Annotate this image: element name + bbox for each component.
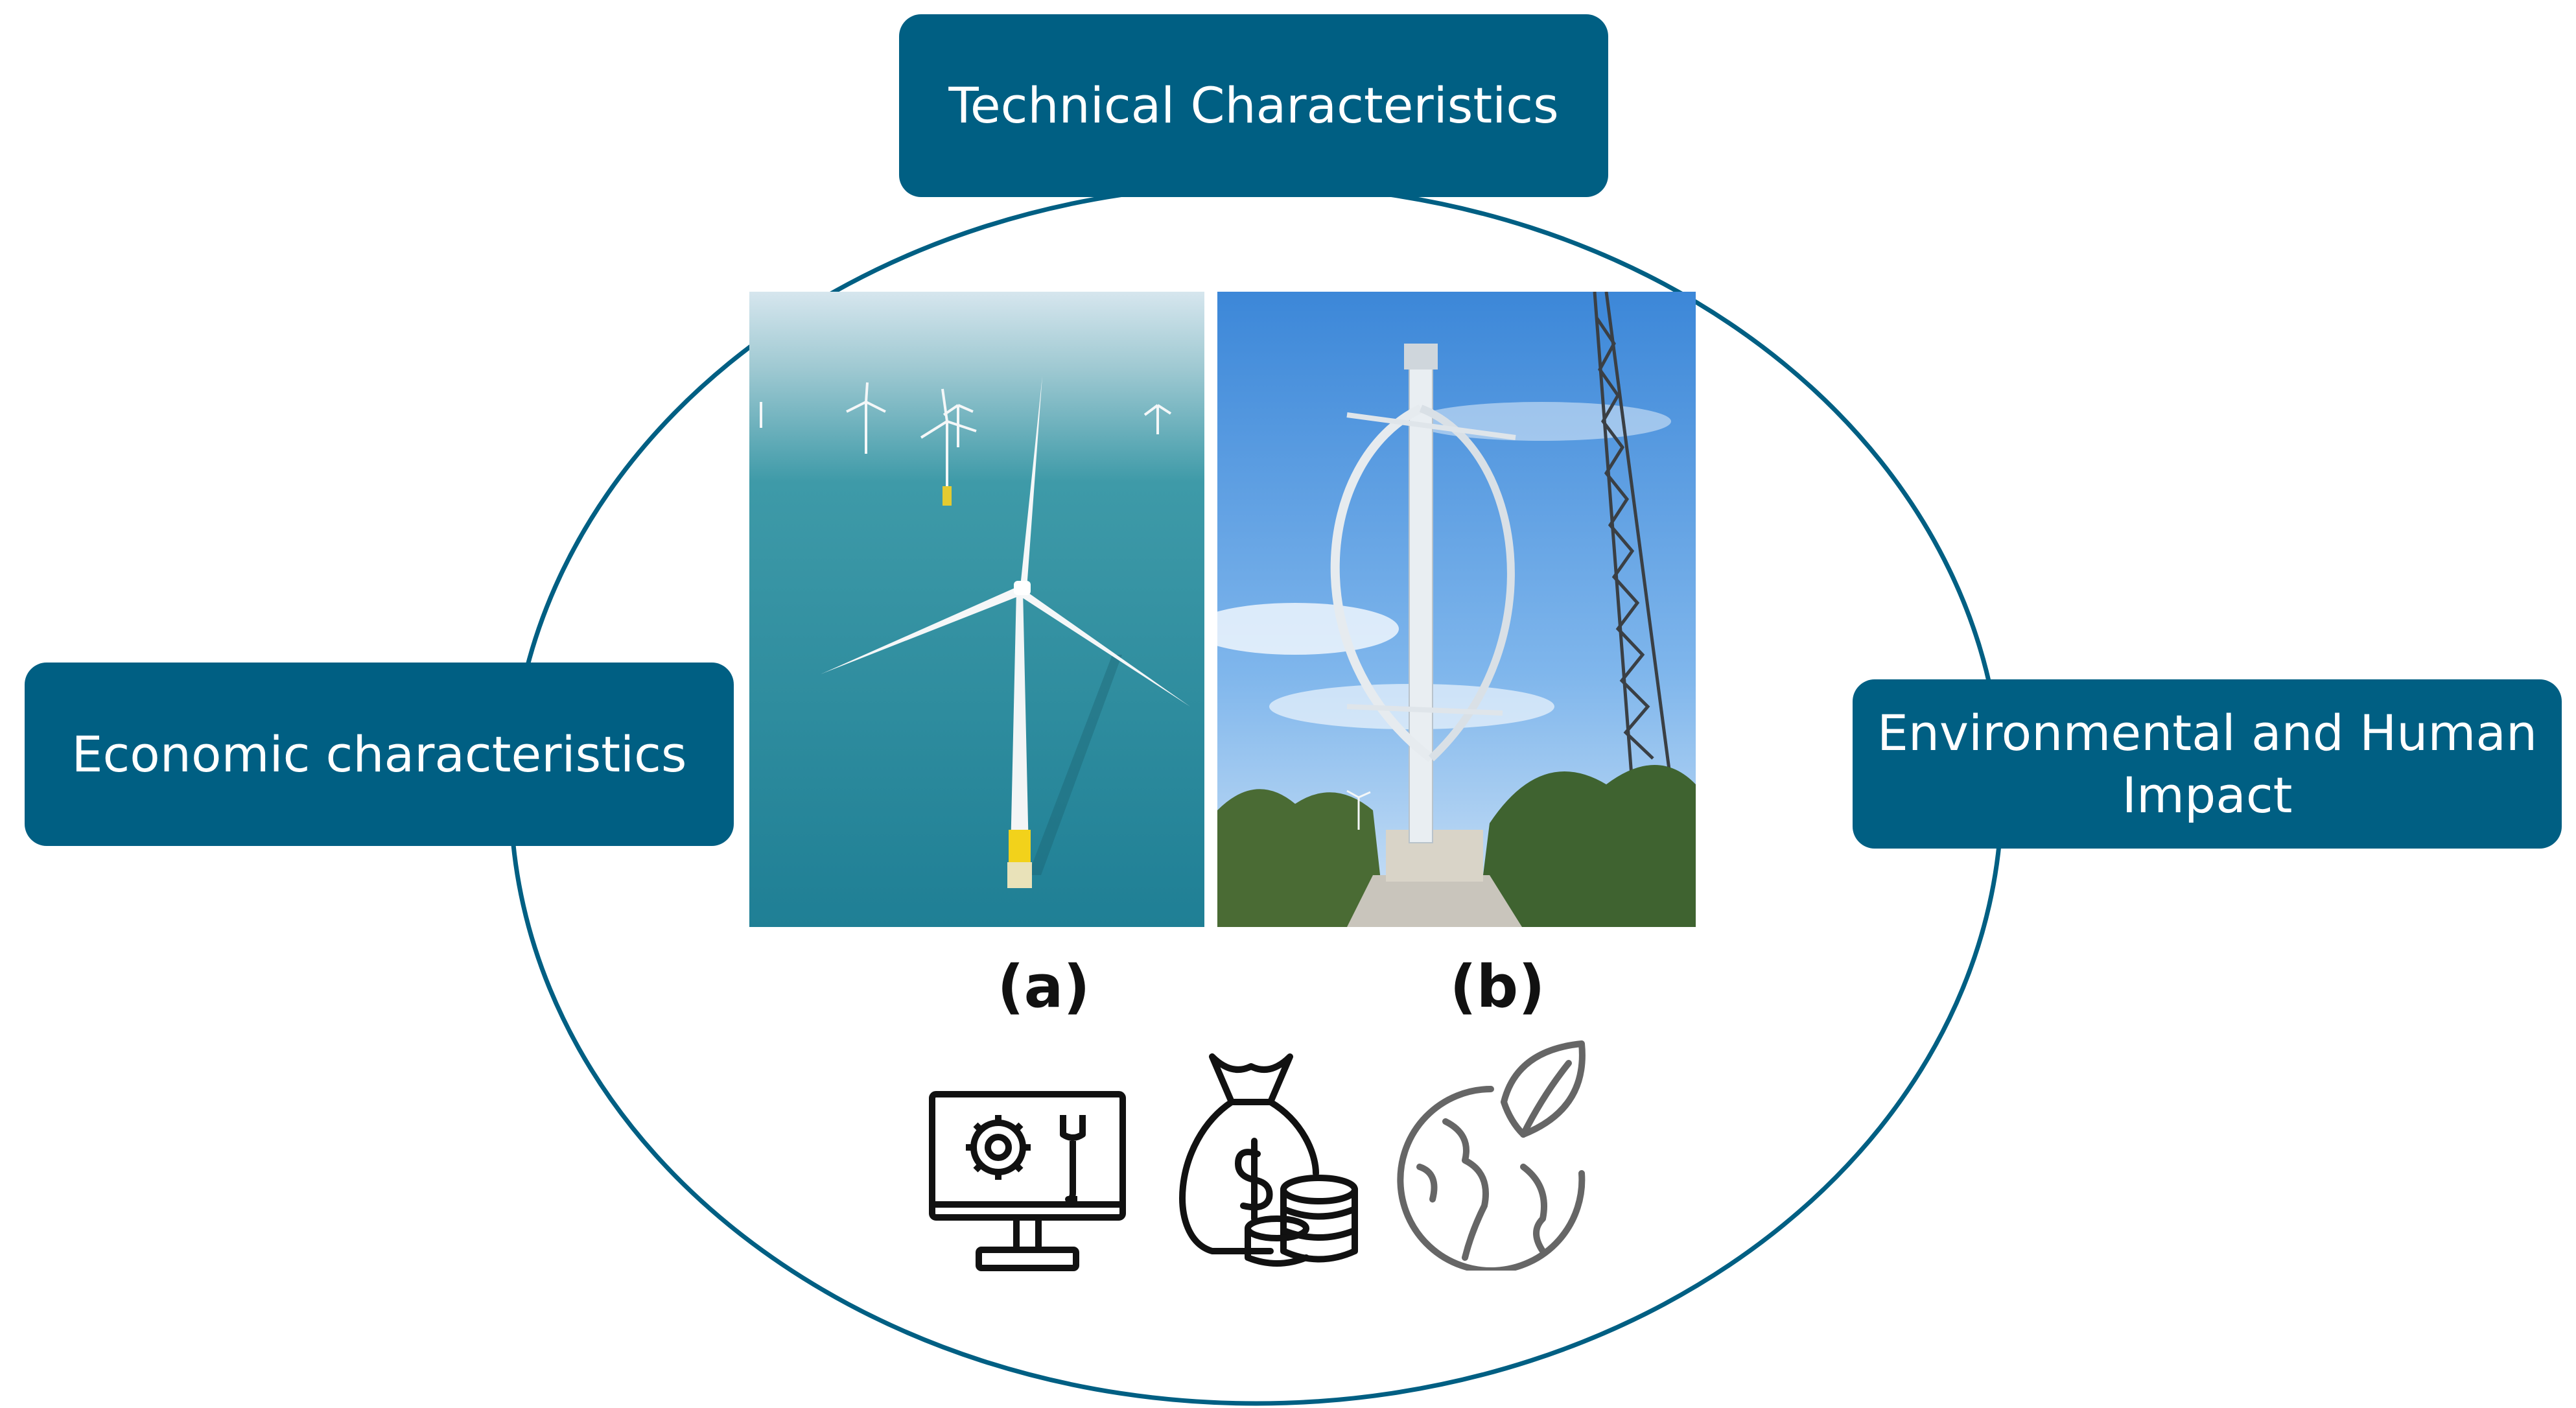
money-bag-coins-icon: [1179, 1053, 1358, 1267]
node-economic-characteristics: Economic characteristics: [25, 663, 734, 846]
earth-leaf-icon: [1397, 1040, 1586, 1271]
photo-offshore-wind-farm: [749, 292, 1204, 927]
photo-label-b: (b): [1449, 953, 1545, 1021]
node-label-environmental: Environmental and Human Impact: [1877, 703, 2538, 824]
tech-monitor-gear-wrench-icon: [929, 1091, 1126, 1271]
node-label-economic: Economic characteristics: [71, 725, 687, 783]
node-label-technical: Technical Characteristics: [948, 76, 1559, 134]
node-environmental-human-impact: Environmental and Human Impact: [1853, 679, 2562, 849]
node-technical-characteristics: Technical Characteristics: [899, 14, 1608, 197]
photo-vertical-axis-turbine: [1217, 292, 1696, 927]
photo-label-a: (a): [997, 953, 1090, 1021]
